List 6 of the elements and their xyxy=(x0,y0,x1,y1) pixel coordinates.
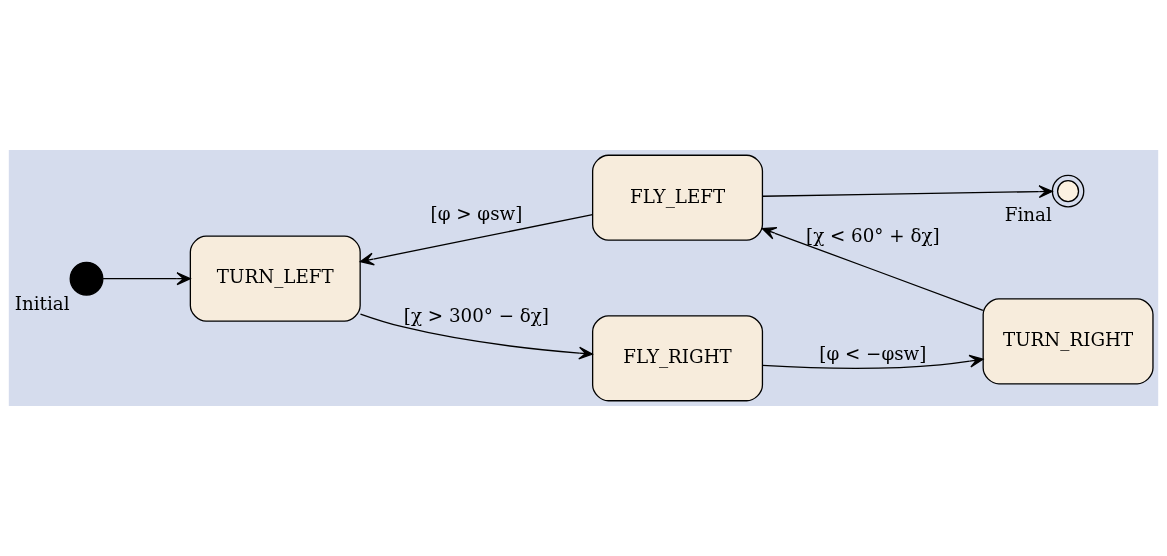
edge-label: [φ > φsw] xyxy=(430,203,523,225)
node-label: Final xyxy=(1004,204,1052,226)
edge-label: [φ < −φsw] xyxy=(819,342,927,364)
edge-label: [χ > 300° − δχ] xyxy=(403,305,550,327)
edge-label: [χ < 60° + δχ] xyxy=(806,225,940,247)
node-label: Initial xyxy=(14,292,70,314)
